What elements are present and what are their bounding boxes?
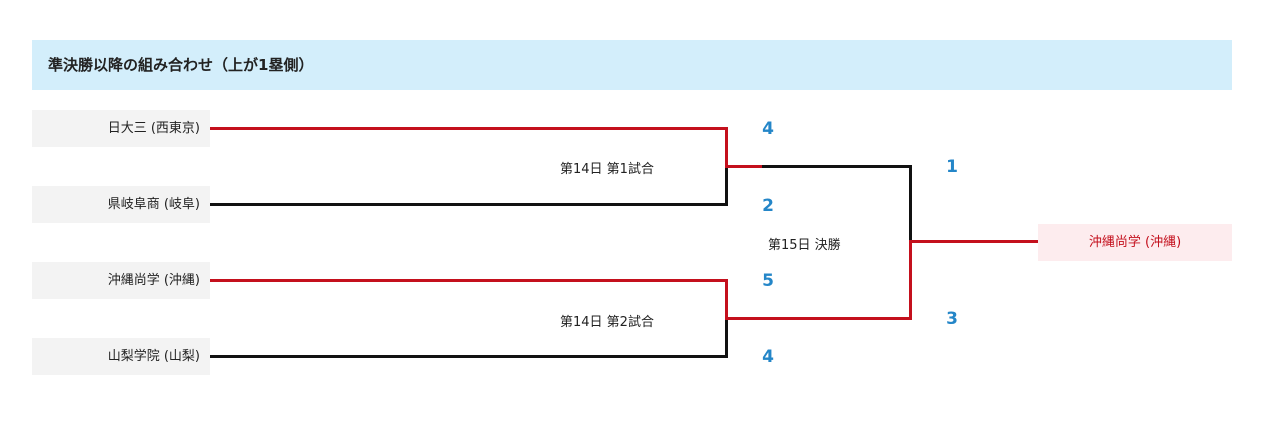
champion-box: 沖縄尚学 (沖縄) <box>1038 224 1232 261</box>
semi2-label: 第14日 第2試合 <box>560 315 654 330</box>
final-score-bottom: 3 <box>946 309 958 329</box>
semi1-bottom-vertical <box>725 166 728 206</box>
semi2-score-bottom: 4 <box>762 347 774 367</box>
semi2-top-line <box>210 279 728 282</box>
semi2-score-top: 5 <box>762 271 774 291</box>
semi2-bottom-vertical <box>725 319 728 358</box>
semi1-score-bottom: 2 <box>762 196 774 216</box>
bracket-title: 準決勝以降の組み合わせ（上が1塁側） <box>48 56 314 74</box>
final-output-line <box>909 240 1038 243</box>
final-top-vertical <box>909 165 912 242</box>
team-okinawa-shogaku: 沖縄尚学 (沖縄) <box>32 262 210 299</box>
final-score-top: 1 <box>946 157 958 177</box>
semi1-top-line <box>210 127 728 130</box>
team-yamanashi-gakuin: 山梨学院 (山梨) <box>32 338 210 375</box>
semi1-score-top: 4 <box>762 119 774 139</box>
team-nichidai-san: 日大三 (西東京) <box>32 110 210 147</box>
final-bottom-vertical <box>909 241 912 320</box>
semi1-label: 第14日 第1試合 <box>560 162 654 177</box>
semi2-bottom-line <box>210 355 728 358</box>
semi2-top-vertical <box>725 279 728 321</box>
semi1-top-vertical <box>725 127 728 167</box>
bracket-header: 準決勝以降の組み合わせ（上が1塁側） <box>32 40 1232 90</box>
semi1-output-line <box>762 165 912 168</box>
final-label: 第15日 決勝 <box>768 238 841 253</box>
semi2-output-line <box>725 317 912 320</box>
semi1-bottom-line <box>210 203 728 206</box>
semi1-output-line-red <box>725 165 763 168</box>
team-kengifu-sho: 県岐阜商 (岐阜) <box>32 186 210 223</box>
